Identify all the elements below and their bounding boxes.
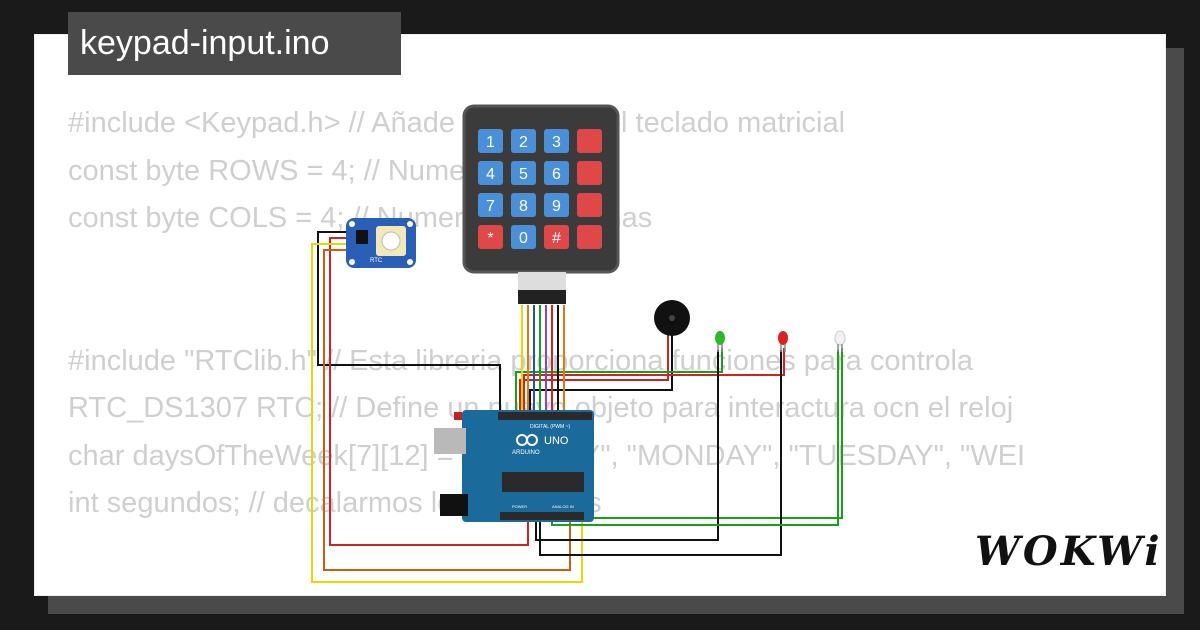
keypad-key-label: 3 [552,134,561,151]
keypad-key[interactable] [577,225,602,249]
keypad-key[interactable]: * [478,225,503,249]
keypad-key[interactable]: 9 [544,193,569,217]
wire-white-led [557,348,843,520]
wire-black-rtc [317,231,501,412]
keypad-key-label: 7 [486,198,495,215]
keypad-key-label: # [552,230,561,247]
wire-gnd2 [539,350,782,556]
wire-gnd1 [535,350,719,541]
wire-buzzer-red [519,335,669,412]
keypad-key-label: 9 [552,198,561,215]
keypad-key[interactable]: 2 [511,129,536,153]
buzzer [654,300,690,336]
led-white [834,330,846,352]
wire-red-led [523,348,785,412]
keypad-key[interactable]: 3 [544,129,569,153]
wire-gnd3 [551,350,839,526]
wire-orange-rtc [323,249,571,571]
wokwi-logo: WOKWi [975,528,1163,575]
ard-sub: ARDUINO [512,450,540,456]
keypad: 1 2 3 4 5 6 7 8 9 * 0 # [462,104,620,304]
ard-analog: ANALOG IN [552,504,574,509]
keypad-key[interactable]: 0 [511,225,536,249]
keypad-key[interactable]: 7 [478,193,503,217]
rtc-label: RTC [370,258,383,264]
wire-green-led [515,348,723,412]
keypad-key[interactable]: 6 [544,161,569,185]
keypad-key[interactable] [577,193,602,217]
keypad-key[interactable] [577,129,602,153]
keypad-key-label: 1 [486,134,495,151]
wire-red-rtc [329,237,529,546]
keypad-key-label: 0 [519,230,528,247]
arduino-uno: UNO ARDUINO DIGITAL (PWM ~) POWER ANALOG… [434,410,594,522]
wire-buzzer-black [529,335,673,412]
keypad-key[interactable]: # [544,225,569,249]
keypad-key-label: 4 [486,166,495,183]
keypad-key[interactable] [577,161,602,185]
wire-yellow-rtc [311,243,583,583]
ard-brand: UNO [544,435,569,447]
ard-power: POWER [512,504,527,509]
wires [311,231,843,583]
keypad-key-label: 5 [519,166,528,183]
led-green [715,331,725,352]
led-red [778,331,788,352]
keypad-key-label: 8 [519,198,528,215]
keypad-key-label: 6 [552,166,561,183]
keypad-key[interactable]: 1 [478,129,503,153]
keypad-key[interactable]: 5 [511,161,536,185]
keypad-key[interactable]: 8 [511,193,536,217]
keypad-key-label: * [487,230,493,247]
rtc-module: RTC [346,218,416,268]
keypad-key[interactable]: 4 [478,161,503,185]
keypad-key-label: 2 [519,134,528,151]
file-title: keypad-input.ino [68,12,401,75]
ard-digital: DIGITAL (PWM ~) [530,424,570,430]
